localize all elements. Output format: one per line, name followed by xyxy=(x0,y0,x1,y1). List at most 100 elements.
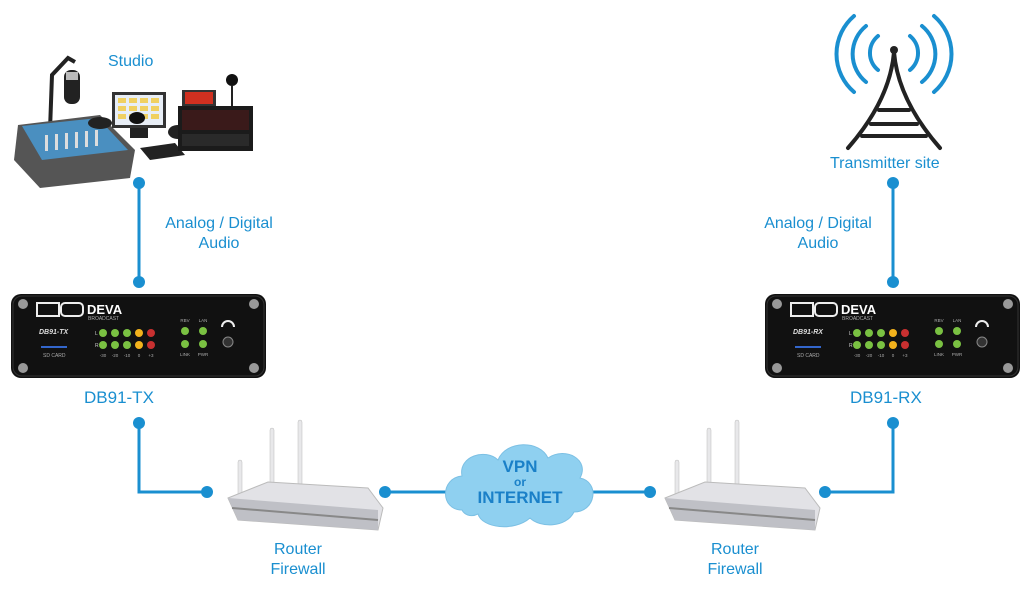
router-left-line2: Firewall xyxy=(270,561,326,578)
status-led xyxy=(953,327,961,335)
meter-row-label: R xyxy=(95,343,99,349)
screw-icon xyxy=(1003,363,1013,373)
sd-slot xyxy=(41,346,67,348)
headphone-jack xyxy=(222,336,234,348)
status-label: RBV xyxy=(934,318,943,323)
rx-device-label: DB91-RX xyxy=(850,388,922,407)
screw-icon xyxy=(249,299,259,309)
meter-led xyxy=(135,341,143,349)
dot-rx-bottom xyxy=(887,417,899,429)
brand-text: DEVA xyxy=(87,302,123,317)
meter-scale-label: +3 xyxy=(148,353,154,358)
right-link-label: Analog / Digital Audio xyxy=(754,214,882,254)
meter-led xyxy=(135,329,143,337)
meter-led xyxy=(877,341,885,349)
status-label: LAN xyxy=(199,318,208,323)
router-right-label: Router Firewall xyxy=(695,540,775,580)
connector-dots xyxy=(133,177,899,498)
status-led xyxy=(199,327,207,335)
studio-image xyxy=(14,55,253,188)
meter-scale-label: -20 xyxy=(112,353,119,358)
dot-rx-top xyxy=(887,276,899,288)
meter-led xyxy=(889,341,897,349)
status-label: LAN xyxy=(953,318,962,323)
db-logo xyxy=(790,302,814,317)
meter-scale-label: -10 xyxy=(124,353,131,358)
screw-icon xyxy=(18,363,28,373)
transmitter-label: Transmitter site xyxy=(830,155,940,172)
model-text: DB91-TX xyxy=(39,329,70,336)
meter-led xyxy=(853,341,861,349)
meter-row-label: L xyxy=(849,331,852,337)
meter-scale-label: 0 xyxy=(138,353,141,358)
status-led xyxy=(199,340,207,348)
meter-led xyxy=(865,341,873,349)
screw-icon xyxy=(249,363,259,373)
router-left-label: Router Firewall xyxy=(258,540,338,580)
meter-led xyxy=(147,341,155,349)
cloud-icon xyxy=(445,444,594,528)
screw-icon xyxy=(18,299,28,309)
dot-transmitter xyxy=(887,177,899,189)
status-led xyxy=(935,340,943,348)
meter-scale-label: -20 xyxy=(866,353,873,358)
db-logo xyxy=(36,302,60,317)
meter-scale-label: +3 xyxy=(902,353,908,358)
meter-led xyxy=(147,329,155,337)
status-label: PWR xyxy=(198,352,209,357)
screw-icon xyxy=(772,363,782,373)
meter-row-label: L xyxy=(95,331,98,337)
left-link-label: Analog / Digital Audio xyxy=(155,214,283,254)
meter-led xyxy=(123,329,131,337)
status-led xyxy=(935,327,943,335)
meter-led xyxy=(111,329,119,337)
router-left-image xyxy=(227,419,384,531)
router-right-line2: Firewall xyxy=(707,561,763,578)
model-text: DB91-RX xyxy=(793,329,824,336)
dot-studio xyxy=(133,177,145,189)
screw-icon xyxy=(1003,299,1013,309)
meter-row-label: R xyxy=(849,343,853,349)
sd-slot xyxy=(795,346,821,348)
meter-led xyxy=(877,329,885,337)
meter-led xyxy=(99,329,107,337)
meter-scale-label: -10 xyxy=(878,353,885,358)
status-label: LINK xyxy=(180,352,190,357)
meter-led xyxy=(901,341,909,349)
studio-label: Studio xyxy=(108,53,154,70)
dot-tx-bottom xyxy=(133,417,145,429)
brand-sub-text: BROADCAST xyxy=(842,316,873,322)
tx-device-label: DB91-TX xyxy=(84,388,154,407)
status-label: LINK xyxy=(934,352,944,357)
right-link-line1: Analog / Digital xyxy=(764,215,872,232)
status-led xyxy=(181,340,189,348)
status-led xyxy=(181,327,189,335)
meter-scale-label: -30 xyxy=(854,353,861,358)
status-label: PWR xyxy=(952,352,963,357)
meter-scale-label: 0 xyxy=(892,353,895,358)
meter-led xyxy=(111,341,119,349)
brand-sub-text: BROADCAST xyxy=(88,316,119,322)
meter-led xyxy=(853,329,861,337)
headphone-jack xyxy=(976,336,988,348)
dot-router-right-in xyxy=(644,486,656,498)
dot-router-right-out xyxy=(819,486,831,498)
meter-led xyxy=(99,341,107,349)
cloud-line2: or xyxy=(514,475,526,489)
tower-icon xyxy=(834,14,954,150)
meter-led xyxy=(889,329,897,337)
status-led xyxy=(953,340,961,348)
router-right-image xyxy=(664,419,821,531)
cloud-line3: INTERNET xyxy=(477,488,563,507)
connectors xyxy=(137,183,895,494)
dot-tx-top xyxy=(133,276,145,288)
router-rx-line xyxy=(825,423,895,494)
status-label: RBV xyxy=(180,318,189,323)
headphones-icon xyxy=(221,320,235,328)
meter-led xyxy=(123,341,131,349)
meter-led xyxy=(865,329,873,337)
radio-waves-icon xyxy=(834,14,954,94)
